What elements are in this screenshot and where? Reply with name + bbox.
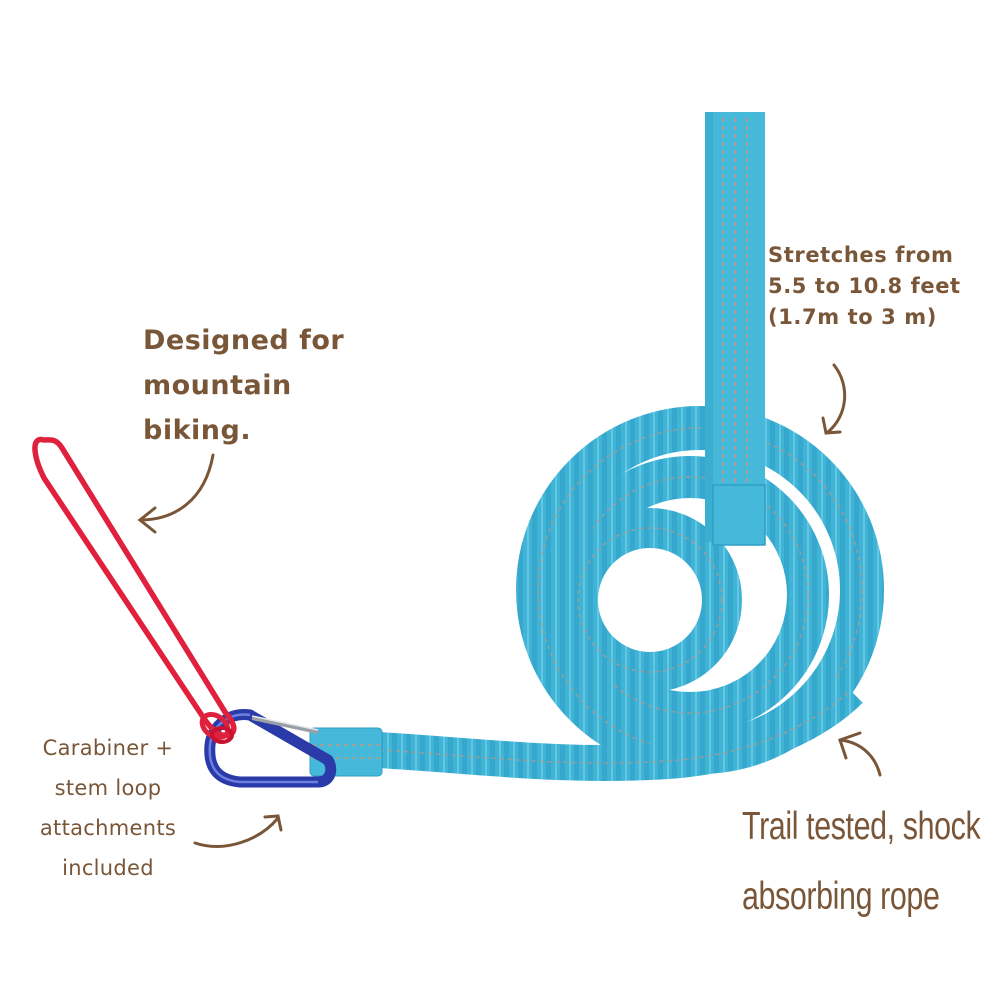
curved-arrow-icon <box>838 731 882 777</box>
callout-line: Stretches from <box>768 243 954 267</box>
callout-stretch-length: Stretches from 5.5 to 10.8 feet (1.7m to… <box>768 240 961 333</box>
callout-line: attachments <box>39 816 177 840</box>
carabiner-gate <box>251 716 319 734</box>
callout-line: absorbing rope <box>742 875 940 918</box>
callout-line: Trail tested, shock <box>742 805 981 848</box>
coiled-rope <box>339 406 884 781</box>
callout-line: Designed for <box>143 325 345 356</box>
curved-arrow-icon <box>137 453 215 534</box>
top-handle-strap <box>705 112 766 546</box>
callout-line: included <box>62 856 154 880</box>
callout-line: stem loop <box>54 776 162 800</box>
callout-line: (1.7m to 3 m) <box>768 305 937 329</box>
callout-designed-for-mountain-biking: Designed for mountain biking. <box>143 318 344 453</box>
callout-line: 5.5 to 10.8 feet <box>768 274 961 298</box>
callout-trail-tested: Trail tested, shock absorbing rope <box>742 792 981 932</box>
callout-line: Carabiner + <box>42 736 174 760</box>
callout-carabiner-attachments: Carabiner + stem loop attachments includ… <box>8 728 208 888</box>
stem-loop <box>32 436 237 744</box>
carabiner <box>204 709 337 788</box>
curved-arrow-icon <box>193 814 283 848</box>
callout-line: mountain <box>143 370 292 401</box>
callout-line: biking. <box>143 415 252 446</box>
curved-arrow-icon <box>821 363 847 435</box>
